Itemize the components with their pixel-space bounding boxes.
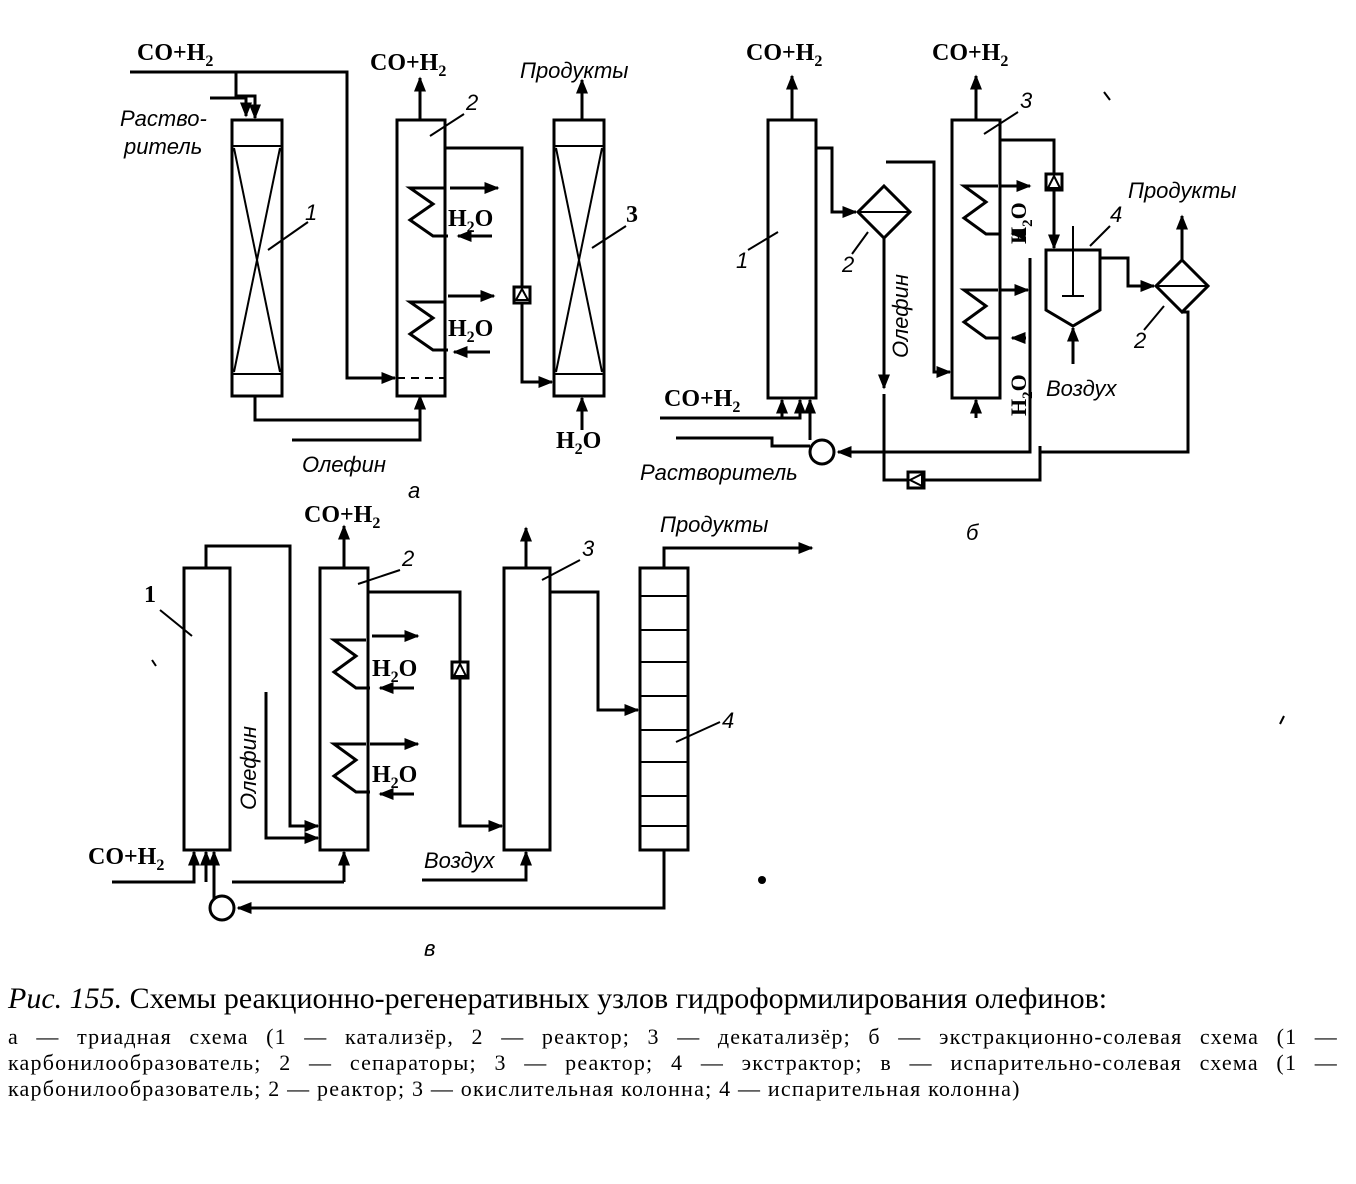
scheme-b-solvent-label: Растворитель [640, 460, 798, 485]
scheme-c-air-label: Воздух [424, 848, 496, 873]
scheme-c-products-label: Продукты [660, 512, 768, 537]
scheme-b-cooling-coil-lower [959, 288, 1000, 340]
scheme-a-flows [130, 70, 588, 442]
scheme-b-pump [808, 438, 836, 466]
scheme-b-cooling-coil-upper [959, 184, 1000, 236]
scheme-b-number-1: 1 [736, 248, 748, 273]
scheme-b-separator-2 [1153, 257, 1211, 315]
scheme-b-carbonyl-former-column [766, 118, 818, 400]
scheme-a-panel-letter: а [408, 478, 420, 503]
scheme-c-number-4: 4 [722, 708, 734, 733]
scheme-b-products-label: Продукты [1128, 178, 1236, 203]
scheme-c-syngas-output-label: CO+H2 [304, 502, 380, 532]
scheme-a-decatalyser-column [552, 118, 606, 398]
scheme-c-water-label-lower: H2O [372, 762, 417, 792]
scheme-b-number-2-second: 2 [1133, 328, 1146, 353]
caption-figure-label: Рис. 155. [8, 982, 123, 1015]
scheme-c-number-1: 1 [144, 582, 156, 608]
scheme-a-cooling-coil-lower [405, 300, 448, 352]
scheme-c-oxidation-column [502, 566, 552, 852]
scheme-a-solvent-label-line2: ритель [123, 134, 202, 159]
scheme-a-olefin-label: Олефин [302, 452, 386, 477]
scheme-c-pump [208, 894, 236, 922]
scheme-c-number-3: 3 [582, 536, 595, 561]
scheme-c-cooling-coil-lower [329, 742, 370, 794]
scheme-b-reactor-column [950, 118, 1002, 400]
scheme-b: CO+H2 CO+H2 CO+H2 Растворитель Продукты … [640, 40, 1236, 545]
scheme-c: CO+H2 CO+H2 Продукты Воздух Олефин H2O H… [88, 502, 814, 960]
scheme-a-number-3: 3 [626, 202, 638, 228]
scheme-a-water-label-lower: H2O [448, 316, 493, 346]
scheme-b-number-2-first: 2 [841, 252, 854, 277]
scheme-a-water-input-label: H2O [556, 428, 601, 458]
scheme-a-catalyser-column [230, 118, 284, 398]
scheme-a-number-1: 1 [305, 200, 317, 225]
scheme-a-syngas-output-label: CO+H2 [370, 50, 446, 80]
scheme-b-extractor [1044, 226, 1102, 328]
scheme-c-flows [112, 524, 814, 914]
scheme-a-water-label-upper: H2O [448, 206, 493, 236]
caption-title: Рис. 155. Схемы реакционно-регенеративны… [8, 982, 1338, 1016]
process-diagram: CO+H2 CO+H2 Раство- ритель Продукты H2O … [88, 40, 1285, 960]
scheme-c-evaporation-column [638, 566, 690, 852]
scheme-a-number-2: 2 [465, 90, 478, 115]
scheme-c-olefin-label: Олефин [236, 726, 261, 810]
scheme-a-products-label: Продукты [520, 58, 628, 83]
scheme-a-syngas-input-label: CO+H2 [137, 40, 213, 70]
scheme-c-syngas-input-label: CO+H2 [88, 844, 164, 874]
scheme-b-number-4: 4 [1110, 202, 1122, 227]
figure-caption: Рис. 155. Схемы реакционно-регенеративны… [8, 982, 1338, 1102]
scheme-b-number-3: 3 [1020, 88, 1033, 113]
scheme-b-separator-1 [855, 183, 913, 241]
scheme-b-water-label-upper: H2O [1006, 202, 1036, 244]
scheme-a-reactor-column [395, 118, 448, 398]
scheme-b-olefin-label: Олефин [888, 274, 913, 358]
caption-title-text: Схемы реакционно-регенеративных узлов ги… [129, 982, 1108, 1015]
scheme-b-water-label-lower: H2O [1006, 374, 1036, 416]
scheme-b-air-label: Воздух [1046, 376, 1118, 401]
scheme-a-cooling-coil-upper [405, 186, 448, 238]
scheme-c-reactor-column [318, 566, 370, 852]
scheme-b-flows [660, 74, 1190, 490]
scheme-b-syngas-output-label-2: CO+H2 [932, 40, 1008, 70]
scheme-b-syngas-output-label-1: CO+H2 [746, 40, 822, 70]
scheme-a: CO+H2 CO+H2 Раство- ритель Продукты H2O … [120, 40, 638, 503]
scheme-a-solvent-label-line1: Раство- [120, 106, 207, 131]
scheme-b-panel-letter: б [966, 520, 980, 545]
scheme-c-number-2: 2 [401, 546, 414, 571]
scheme-c-cooling-coil-upper [329, 638, 370, 690]
scheme-c-water-label-upper: H2O [372, 656, 417, 686]
scheme-c-panel-letter: в [424, 936, 435, 960]
scheme-b-syngas-input-label: CO+H2 [664, 386, 740, 416]
scheme-c-carbonyl-former-column [182, 566, 232, 852]
caption-legend: а — триадная схема (1 — катализёр, 2 — р… [8, 1024, 1338, 1101]
